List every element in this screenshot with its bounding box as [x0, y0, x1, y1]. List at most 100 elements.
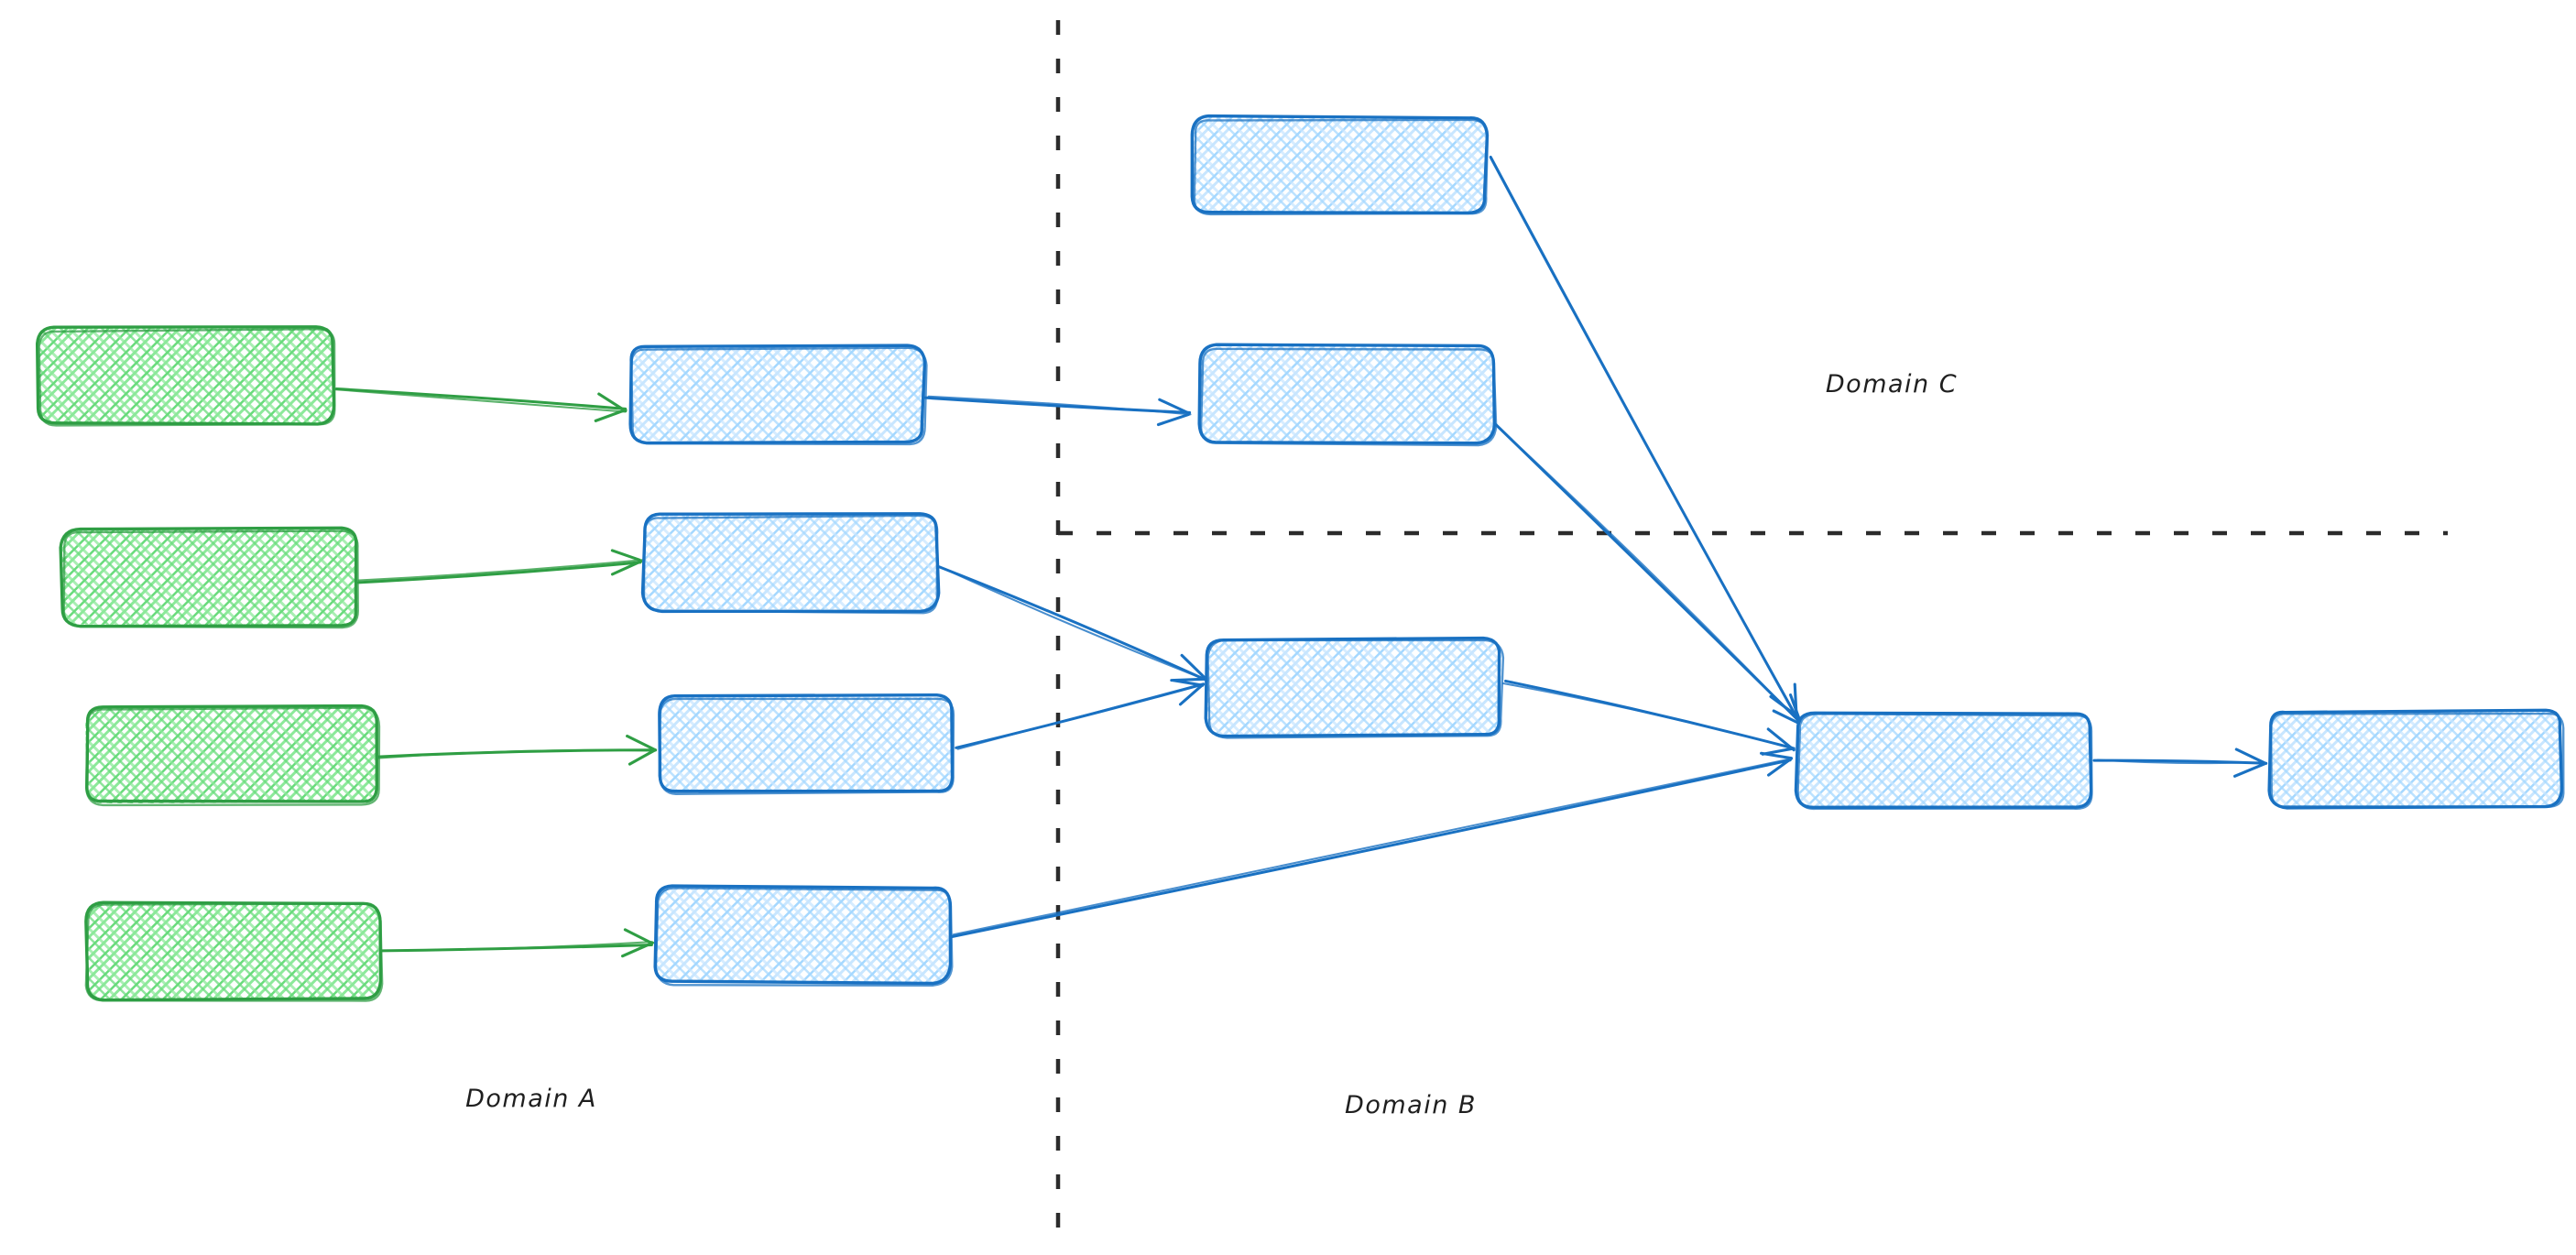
node-outline [38, 327, 336, 427]
arrowhead-stroke [1180, 653, 1206, 679]
edge-e-d1-d2[interactable] [2092, 748, 2268, 778]
node-fill-hatch-b [659, 695, 955, 791]
arrowhead-stroke [620, 941, 655, 958]
arrowhead-stroke [1761, 747, 1796, 756]
node-box-b2[interactable] [640, 512, 941, 615]
arrowhead-stroke [628, 748, 657, 766]
node-box-c2[interactable] [1197, 343, 1498, 447]
edge-line [1504, 679, 1794, 750]
edge-e-a1-b1[interactable] [333, 387, 628, 422]
arrowhead [2232, 748, 2267, 778]
domain-label-domain-a: Domain A [465, 1085, 597, 1113]
node-box-c3[interactable] [1204, 636, 1505, 739]
node-fill-hatch-b [86, 903, 379, 999]
arrowhead-stroke [2232, 761, 2267, 778]
node-outline [1193, 118, 1490, 216]
edge-line [952, 758, 1793, 936]
edge-line [956, 682, 1204, 750]
divider-layer [1055, 20, 2448, 1239]
arrowhead-stroke [610, 560, 643, 576]
node-box-a3[interactable] [84, 704, 381, 807]
node-outline [1796, 713, 2093, 811]
arrowhead [1172, 679, 1205, 706]
arrowhead [620, 928, 655, 958]
arrowhead-stroke [1156, 412, 1191, 427]
node-box-b4[interactable] [653, 884, 954, 987]
edge-line [334, 387, 628, 410]
node-fill-hatch-b [656, 887, 949, 983]
node-outline [1206, 638, 1505, 739]
node-layer [35, 114, 2565, 1002]
arrowhead-stroke [623, 928, 654, 945]
arrowhead [626, 734, 658, 766]
edge-line [356, 561, 642, 584]
edge-line [1494, 423, 1803, 725]
arrowhead-stroke [610, 549, 641, 562]
node-fill-hatch-b [61, 529, 358, 627]
node-fill-hatch-b [642, 513, 938, 610]
node-box-c1[interactable] [1190, 114, 1490, 216]
node-box-b1[interactable] [628, 344, 928, 446]
node-outline [1199, 347, 1498, 447]
edge-e-b2-c3[interactable] [937, 565, 1207, 682]
domain-label-domain-b: Domain B [1345, 1091, 1477, 1119]
node-box-a1[interactable] [35, 325, 336, 427]
edge-line [1494, 422, 1803, 725]
node-fill-hatch-b [2270, 710, 2562, 807]
arrowhead [594, 392, 628, 422]
edge-line [2096, 758, 2265, 765]
arrowhead-stroke [1772, 709, 1803, 726]
arrowhead-stroke [1178, 682, 1205, 706]
edge-e-b4-d1[interactable] [950, 751, 1794, 939]
edge-e-c3-d1[interactable] [1501, 679, 1796, 756]
edge-e-a2-b2[interactable] [356, 549, 643, 584]
arrowhead-stroke [594, 408, 628, 422]
arrowhead-stroke [2234, 748, 2266, 765]
edge-line [357, 559, 643, 582]
arrowhead-stroke [1766, 757, 1793, 777]
node-box-b3[interactable] [658, 693, 955, 795]
edge-line [927, 395, 1192, 416]
node-fill-hatch-b [38, 328, 334, 423]
arrowhead [1761, 727, 1796, 756]
edge-e-a3-b3[interactable] [377, 734, 658, 766]
edge-e-c2-d1[interactable] [1494, 422, 1803, 726]
node-box-a2[interactable] [59, 526, 359, 629]
arrowhead-stroke [626, 734, 658, 752]
edge-line [1490, 157, 1798, 719]
node-fill-hatch-b [629, 345, 924, 442]
node-outline [84, 706, 381, 807]
arrowhead-stroke [1158, 398, 1190, 415]
node-fill-hatch-b [1191, 115, 1487, 214]
node-fill-hatch-b [1199, 345, 1493, 442]
node-outline [642, 514, 939, 615]
arrowhead [610, 549, 643, 576]
node-outline [62, 529, 359, 629]
node-fill-hatch-b [85, 707, 378, 804]
edge-e-c1-d1[interactable] [1489, 155, 1799, 720]
node-outline [654, 887, 954, 987]
node-outline [2269, 712, 2565, 808]
label-layer: Domain A Domain B Domain C [465, 370, 1958, 1119]
node-box-a4[interactable] [84, 900, 384, 1002]
edge-line [381, 941, 653, 952]
node-fill-hatch-b [1206, 638, 1501, 736]
edge-line [937, 565, 1207, 682]
node-box-d1[interactable] [1794, 711, 2093, 811]
arrowhead-stroke [597, 392, 628, 413]
edge-e-a4-b4[interactable] [379, 928, 655, 958]
edge-line [333, 388, 627, 413]
edge-e-b3-c3[interactable] [955, 679, 1206, 750]
edge-layer [333, 155, 2268, 958]
edge-line [377, 748, 656, 759]
edge-e-b1-c2[interactable] [923, 395, 1192, 427]
edge-line [950, 758, 1792, 939]
node-box-d2[interactable] [2267, 708, 2565, 810]
arrowhead-stroke [1172, 679, 1205, 687]
arrowhead-stroke [1766, 727, 1796, 752]
node-fill-hatch-b [1796, 712, 2092, 809]
edge-line [938, 565, 1206, 681]
domain-label-domain-c: Domain C [1826, 370, 1958, 398]
